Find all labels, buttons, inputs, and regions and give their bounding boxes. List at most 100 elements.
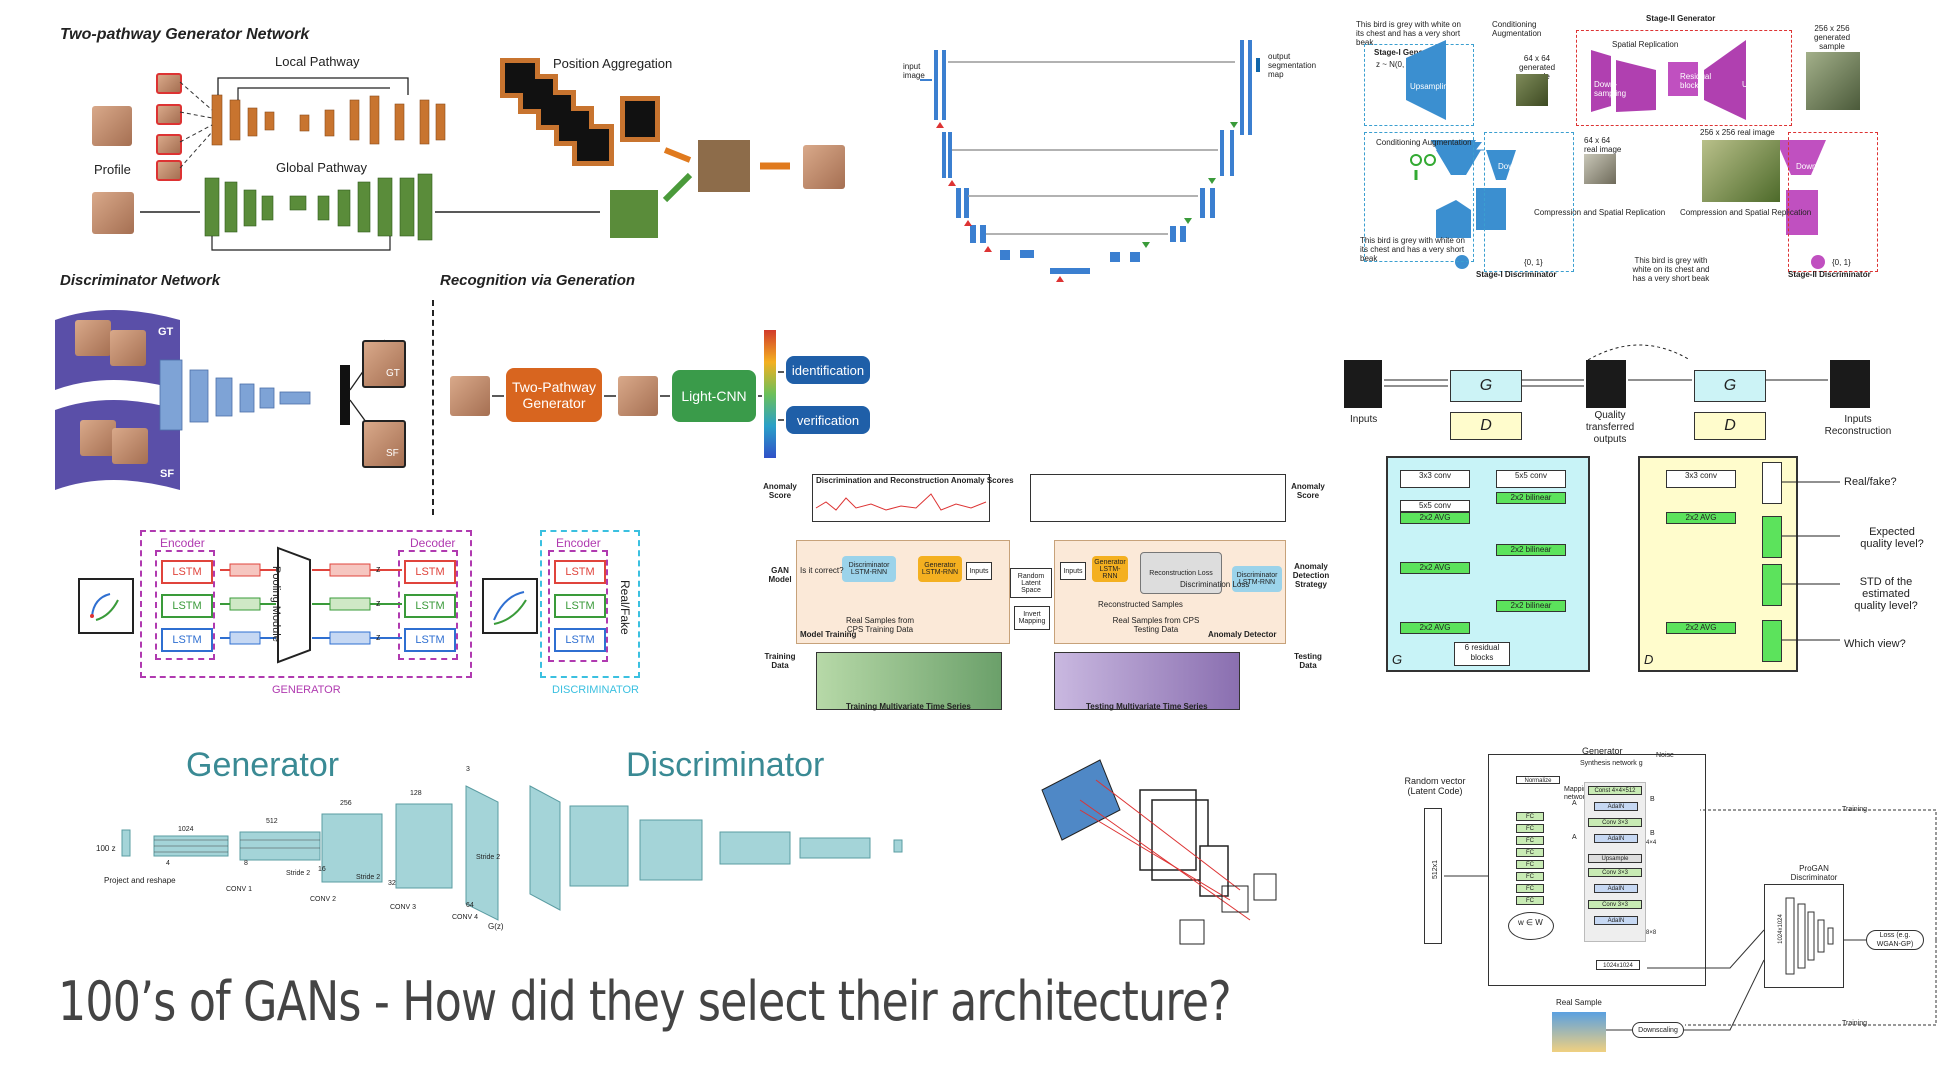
frontal-output-face bbox=[803, 145, 845, 189]
downsampling-label-2: Down-sampling bbox=[1498, 162, 1554, 171]
compression-label-2: Compression and Spatial Replication bbox=[1680, 208, 1812, 217]
real-image-256 bbox=[1702, 140, 1780, 202]
inputs-box-2: Inputs bbox=[1060, 562, 1086, 580]
gan-model-label: GAN Model bbox=[768, 566, 792, 584]
cond-aug-top: Conditioning Augmentation bbox=[1492, 20, 1542, 38]
fc-7: FC bbox=[1516, 884, 1544, 893]
fc-3: FC bbox=[1516, 836, 1544, 845]
progan-label: ProGAN Discriminator bbox=[1790, 864, 1838, 882]
anomaly-score-line bbox=[815, 493, 987, 511]
range-label-2: {0, 1} bbox=[1832, 258, 1851, 267]
is-correct-label: Is it correct? bbox=[800, 566, 844, 575]
anomaly-scores-title: Discrimination and Reconstruction Anomal… bbox=[816, 476, 1014, 485]
stage2-disc-box bbox=[1788, 132, 1878, 272]
reconstruction-image bbox=[1830, 360, 1870, 408]
training-time-series bbox=[816, 652, 1002, 710]
recog-output-face bbox=[618, 376, 658, 416]
conv-block-1: Conv 3×3 bbox=[1588, 818, 1642, 827]
g-box-2: G bbox=[1694, 370, 1766, 402]
quality-output-image bbox=[1586, 360, 1626, 408]
light-cnn-box: Light-CNN bbox=[672, 370, 756, 422]
fc-5: FC bbox=[1516, 860, 1544, 869]
gen-lstm-box-2: Generator LSTM-RNN bbox=[1092, 556, 1128, 582]
decoder-lstm-2: LSTM bbox=[404, 594, 456, 618]
g-conv-3: 5x5 conv bbox=[1400, 500, 1470, 512]
res-4-label: 4×4 bbox=[1646, 840, 1657, 846]
dcgan-discriminator-title: Discriminator bbox=[626, 746, 825, 784]
compression-label-1: Compression and Spatial Replication bbox=[1534, 208, 1666, 217]
recognition-title: Recognition via Generation bbox=[440, 272, 636, 289]
disc-face-1 bbox=[75, 320, 111, 356]
stage1-disc-label: Stage-I Discriminator bbox=[1476, 270, 1557, 279]
tpgan-title: Two-pathway Generator Network bbox=[60, 26, 310, 43]
gt-label: GT bbox=[158, 326, 174, 338]
fc-6: FC bbox=[1516, 872, 1544, 881]
noise-label: z ~ N(0, I) bbox=[1376, 60, 1412, 69]
sf-face-label: SF bbox=[386, 448, 399, 459]
real-image-64 bbox=[1584, 154, 1616, 184]
downsampling-label-1: Down-sampling bbox=[1594, 80, 1627, 98]
model-training-label: Model Training bbox=[800, 630, 857, 639]
feature-colorbar bbox=[764, 330, 776, 458]
pooling-module-label: Pooling Module bbox=[270, 566, 282, 642]
inputs-box-1: Inputs bbox=[966, 562, 992, 580]
residual-blocks-box: 6 residual blocks bbox=[1454, 642, 1510, 666]
conv-block-2: Conv 3×3 bbox=[1588, 868, 1642, 877]
input-image bbox=[1344, 360, 1382, 408]
random-latent-box: Random Latent Space bbox=[1010, 568, 1052, 598]
adain-2: AdaIN bbox=[1594, 834, 1638, 843]
profile-label: Profile bbox=[94, 162, 131, 177]
generator-box bbox=[140, 530, 472, 678]
stride-label-2: Stride 2 bbox=[356, 874, 381, 881]
adain-3: AdaIN bbox=[1594, 884, 1638, 893]
dcgan-diagram bbox=[121, 785, 903, 921]
gen-sample-256-image bbox=[1806, 52, 1860, 110]
bird-text-top: This bird is grey with white on its ches… bbox=[1356, 20, 1461, 47]
real-train-label: Real Samples from CPS Training Data bbox=[845, 616, 915, 634]
disc-lstm-2: LSTM bbox=[554, 594, 606, 618]
identification-box: identification bbox=[786, 356, 870, 384]
which-view-question: Which view? bbox=[1844, 638, 1906, 650]
real-image-256-label: 256 x 256 real image bbox=[1700, 128, 1775, 137]
trajectory-input-icon bbox=[78, 578, 134, 634]
std-quality-question: STD of the estimated quality level? bbox=[1854, 576, 1918, 612]
conv1-label: CONV 1 bbox=[226, 886, 253, 893]
gz-label: G(z) bbox=[488, 922, 504, 931]
real-test-label: Real Samples from CPS Testing Data bbox=[1112, 616, 1200, 634]
d-box-2: D bbox=[1694, 412, 1766, 440]
d-conv-1: 3x3 conv bbox=[1666, 470, 1736, 488]
g-conv-2: 5x5 conv bbox=[1496, 470, 1566, 488]
conv-block-3: Conv 3×3 bbox=[1588, 900, 1642, 909]
residual-blocks-label: Residual blocks bbox=[1680, 72, 1712, 90]
loss-box: Loss (e.g. WGAN-GP) bbox=[1866, 930, 1924, 950]
anomaly-scores-plot bbox=[812, 474, 990, 522]
d-box-1: D bbox=[1450, 412, 1522, 440]
z-label-1: z bbox=[376, 564, 381, 574]
stage2-generator-box bbox=[1576, 30, 1792, 126]
g-avg-3: 2x2 AVG bbox=[1400, 622, 1470, 634]
profile-face-image bbox=[92, 106, 132, 146]
discriminator-box bbox=[540, 530, 640, 678]
const-block: Const 4×4×512 bbox=[1588, 786, 1642, 795]
noise-label-sg: Noise bbox=[1656, 752, 1674, 759]
disc-encoder-group bbox=[548, 550, 608, 662]
position-aggregation-label: Position Aggregation bbox=[553, 56, 673, 71]
synthesis-label: Synthesis network g bbox=[1580, 760, 1643, 767]
normalize-box: Normalize bbox=[1516, 776, 1560, 784]
fc-8: FC bbox=[1516, 896, 1544, 905]
decoder-label: Decoder bbox=[410, 536, 456, 550]
input-face-image bbox=[92, 192, 134, 234]
dcgan-generator-title: Generator bbox=[186, 746, 340, 784]
progan-layers bbox=[1785, 897, 1834, 975]
real-sample-label: Real Sample bbox=[1556, 998, 1602, 1007]
anomaly-score-left: Anomaly Score bbox=[763, 482, 797, 500]
fc-4: FC bbox=[1516, 848, 1544, 857]
fc-2: FC bbox=[1516, 824, 1544, 833]
quality-transferred-label: Quality transferred outputs bbox=[1585, 410, 1635, 445]
real-sample-image bbox=[1552, 1012, 1606, 1052]
stage2-generator-label: Stage-II Generator bbox=[1646, 14, 1716, 23]
anomaly-score-right: Anomaly Score bbox=[1291, 482, 1325, 500]
style-a-2: A bbox=[1572, 834, 1577, 841]
sf-face bbox=[362, 420, 406, 468]
g-bilinear-3: 2x2 bilinear bbox=[1496, 600, 1566, 612]
